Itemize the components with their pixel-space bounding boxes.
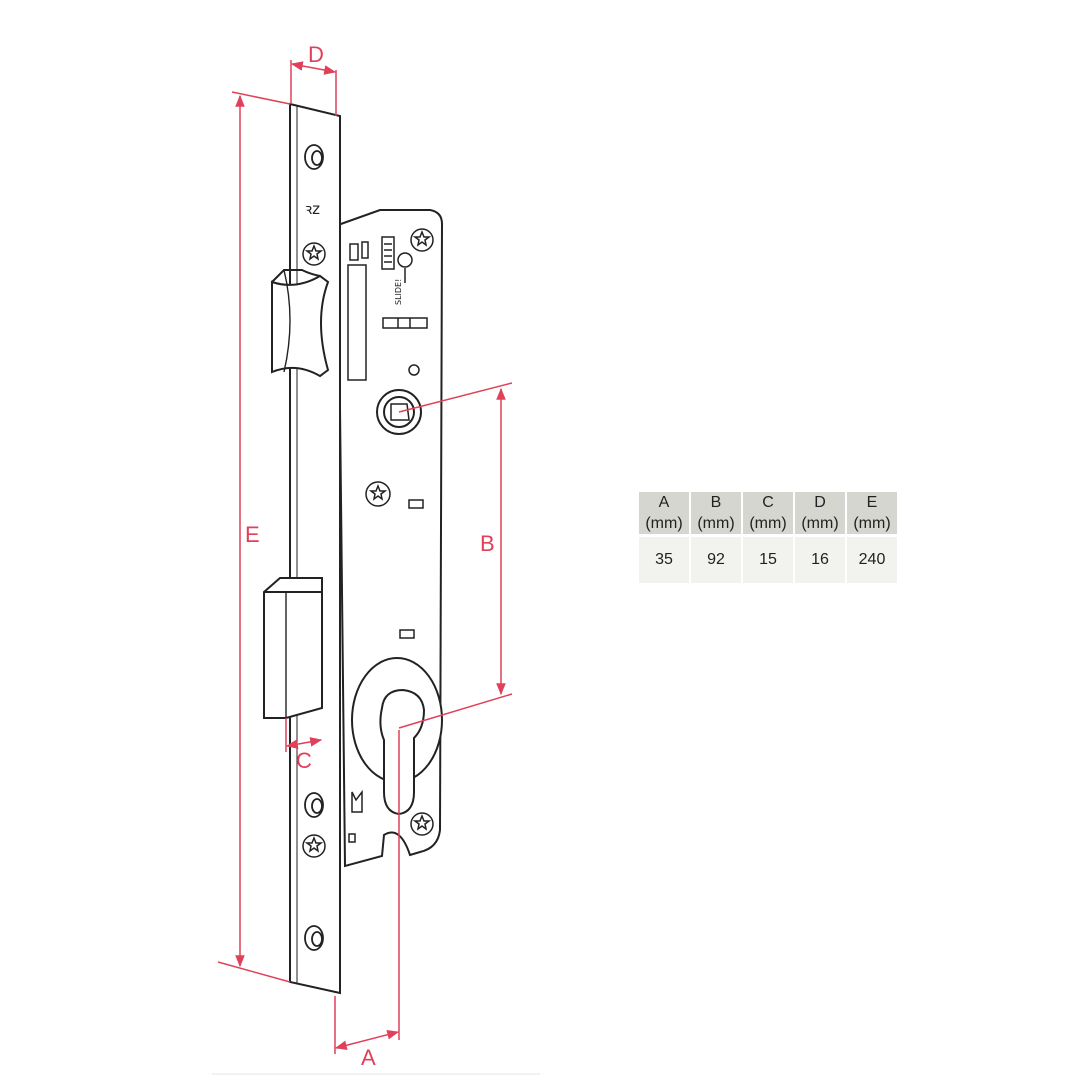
- header-unit: (mm): [801, 515, 839, 532]
- dim-label-a: A: [361, 1045, 376, 1070]
- table-header-row: A (mm) B (mm) C (mm) D (mm) E (mm): [639, 492, 897, 537]
- table-header-e: E (mm): [847, 492, 897, 537]
- screw-icon: [365, 481, 391, 507]
- faceplate: [289, 102, 341, 995]
- dead-bolt: [263, 577, 323, 719]
- dim-e-ext-top: [231, 91, 291, 105]
- header-letter: B: [710, 494, 722, 511]
- table-header-c: C (mm): [743, 492, 793, 537]
- cylinder-cutout: [351, 657, 443, 816]
- table-cell-d: 16: [795, 537, 845, 583]
- faceplate-screw-icons: [302, 242, 326, 858]
- dim-a-line: [334, 1030, 400, 1050]
- dim-b-ext-bottom: [398, 693, 513, 729]
- header-unit: (mm): [749, 515, 787, 532]
- header-letter: E: [866, 494, 878, 511]
- case-inner-details: [347, 236, 428, 843]
- dim-label-d: D: [308, 42, 324, 67]
- logo-mark-text: ꝛz: [305, 200, 320, 218]
- dim-label-c: C: [296, 748, 312, 773]
- dim-label-e: E: [245, 522, 260, 547]
- header-letter: D: [814, 494, 826, 511]
- header-unit: (mm): [853, 515, 891, 532]
- side-label-text: SLIDE!: [394, 279, 403, 305]
- screw-icon: [302, 242, 326, 266]
- table-cell-b: 92: [691, 537, 741, 583]
- dim-label-b: B: [480, 531, 495, 556]
- dimensions-table: A (mm) B (mm) C (mm) D (mm) E (mm) 35: [637, 492, 899, 583]
- screw-icon: [410, 812, 434, 836]
- faceplate-holes: [304, 144, 324, 951]
- table-header-a: A (mm): [639, 492, 689, 537]
- dimension-labels: D E B C A: [245, 42, 495, 1070]
- header-letter: C: [762, 494, 774, 511]
- header-unit: (mm): [697, 515, 735, 532]
- table-cell-e: 240: [847, 537, 897, 583]
- table-cell-c: 15: [743, 537, 793, 583]
- screw-icon: [410, 228, 434, 252]
- dim-c-line: [285, 737, 323, 749]
- dimension-lines: [217, 60, 513, 1054]
- dim-d-line: [290, 61, 337, 75]
- case-screw-icons: [365, 228, 434, 836]
- latch-bolt: [271, 269, 330, 378]
- table-cell-a: 35: [639, 537, 689, 583]
- header-letter: A: [658, 494, 670, 511]
- screw-icon: [302, 834, 326, 858]
- table-header-b: B (mm): [691, 492, 741, 537]
- header-unit: (mm): [645, 515, 683, 532]
- table-header-d: D (mm): [795, 492, 845, 537]
- table-row: 35 92 15 16 240: [639, 537, 897, 583]
- dim-b-ext-top: [398, 382, 513, 413]
- dim-e-ext-bottom: [217, 961, 291, 983]
